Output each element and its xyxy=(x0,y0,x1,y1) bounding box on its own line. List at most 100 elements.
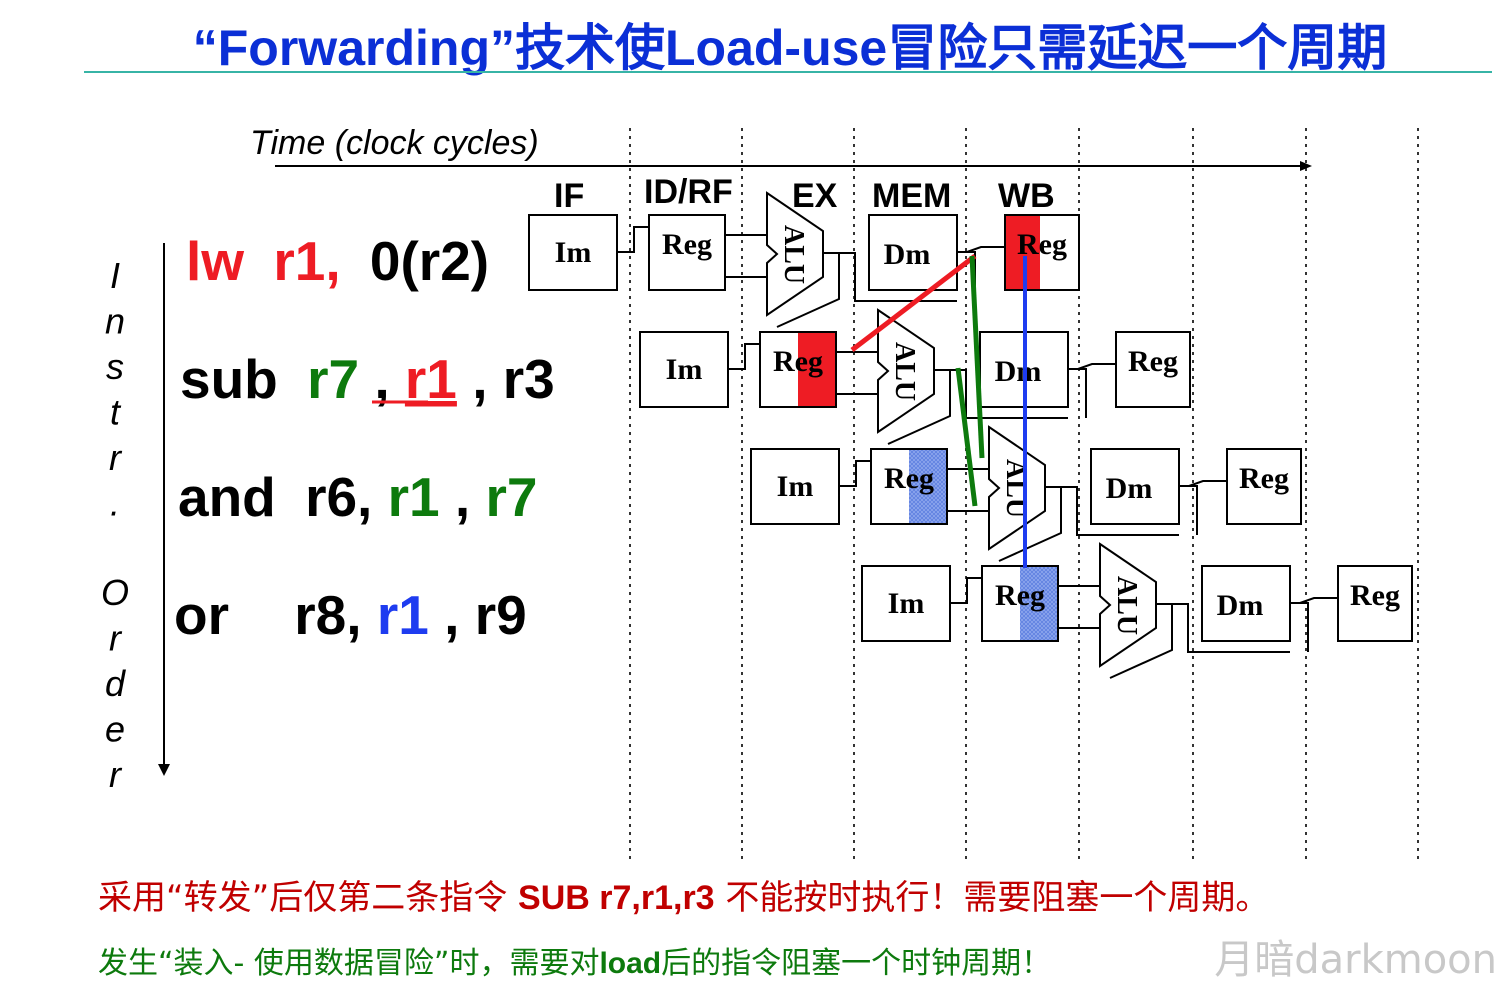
order-axis-char: O xyxy=(101,572,129,613)
reg-label: Reg xyxy=(995,579,1045,612)
instruction-sep: , xyxy=(472,348,487,410)
alu-shape xyxy=(1099,542,1157,668)
alu-label: ALU xyxy=(778,225,809,284)
instruction-rt: r3 xyxy=(503,348,555,410)
wire xyxy=(1045,486,1179,536)
forward-line-green xyxy=(955,367,978,507)
wire xyxy=(957,246,1005,301)
note-load-use: 发生“装入- 使用数据冒险”时，需要对load后的指令阻塞一个时钟周期！ xyxy=(98,938,1051,982)
note-text: 发生“装入- 使用数据冒险”时，需要对 xyxy=(98,946,600,981)
dm-label: Dm xyxy=(884,238,931,271)
wire xyxy=(617,226,649,253)
note-load: load xyxy=(599,947,662,980)
instruction-rd: r6, xyxy=(305,466,372,528)
order-axis-char: I xyxy=(110,255,120,296)
reg-read-highlight xyxy=(909,450,946,523)
instruction-or: or r8, r1 , r9 xyxy=(174,584,527,646)
dm-label: Dm xyxy=(1217,589,1264,622)
reg-box xyxy=(648,214,726,291)
im-label: Im xyxy=(666,353,703,386)
dm-label: Dm xyxy=(995,355,1042,388)
wire xyxy=(839,460,871,487)
order-axis-char: d xyxy=(105,663,126,704)
reg-label: Reg xyxy=(773,345,823,378)
dm-box xyxy=(1090,448,1180,525)
stage-label-mem: MEM xyxy=(872,177,951,215)
wire xyxy=(934,369,1068,419)
instruction-sep: , xyxy=(374,348,389,410)
note-instruction: SUB r7,r1,r3 xyxy=(518,879,715,917)
time-axis-label: Time (clock cycles) xyxy=(250,124,539,162)
reg-write-box xyxy=(1115,331,1191,408)
instruction-rs: r1 xyxy=(405,348,457,410)
pipeline-row: Im Reg ALU Dm Reg xyxy=(528,191,1080,328)
instruction-rs: r1 xyxy=(388,466,440,528)
order-axis-char: r xyxy=(109,437,123,478)
reg-label: Reg xyxy=(884,462,934,495)
order-axis-arrowhead xyxy=(158,764,170,776)
reg-read-highlight xyxy=(798,333,835,406)
instruction-op: and xyxy=(178,466,276,528)
instruction-rd: r7 xyxy=(307,348,359,410)
im-label: Im xyxy=(888,587,925,620)
order-axis-char: . xyxy=(110,483,120,524)
title-rule xyxy=(84,71,1492,73)
reg-write-label: Reg xyxy=(1128,345,1178,378)
wire xyxy=(1068,363,1116,418)
forwarding-lines xyxy=(850,254,1027,568)
alu-shape xyxy=(877,308,935,434)
stage-label-id: ID/RF xyxy=(644,173,733,211)
order-axis-char: r xyxy=(109,618,123,659)
instruction-rest: 0(r2) xyxy=(370,230,489,292)
reg-label: Reg xyxy=(662,228,712,261)
stage-label-ex: EX xyxy=(792,177,838,215)
reg-write-label: Reg xyxy=(1017,228,1067,261)
wire xyxy=(823,252,957,302)
instruction-op: or xyxy=(174,584,229,646)
instruction-rd: r1, xyxy=(273,230,340,292)
stage-label-if: IF xyxy=(554,177,584,215)
note-text: 不能按时执行！需要阻塞一个周期。 xyxy=(714,878,1270,918)
wire xyxy=(1156,603,1290,653)
reg-read-highlight xyxy=(1020,567,1057,640)
instruction-lw: lw r1, 0(r2) xyxy=(186,230,489,292)
instruction-and: and r6, r1 , r7 xyxy=(178,466,537,528)
note-text: 后的指令阻塞一个时钟周期！ xyxy=(661,946,1052,981)
order-axis-char: r xyxy=(109,754,123,795)
instruction-sep: , xyxy=(444,584,459,646)
reg-write-box xyxy=(1337,565,1413,642)
stage-label-wb: WB xyxy=(998,177,1055,215)
wire xyxy=(728,343,760,370)
note-stall-sub: 采用“转发”后仅第二条指令 SUB r7,r1,r3 不能按时执行！需要阻塞一个… xyxy=(98,870,1269,919)
alu-shape xyxy=(988,425,1046,551)
wire xyxy=(1290,597,1338,652)
wire xyxy=(1179,480,1227,535)
page-title: “Forwarding”技术使Load-use冒险只需延迟一个周期 xyxy=(192,20,1388,76)
dm-label: Dm xyxy=(1106,472,1153,505)
forward-line-green xyxy=(969,255,985,459)
order-axis-char: s xyxy=(106,346,124,387)
note-text: 采用“转发”后仅第二条指令 xyxy=(98,878,519,918)
dm-box xyxy=(868,214,958,291)
pipeline-row: Im Reg ALU Dm Reg xyxy=(639,308,1191,445)
instruction-rd: r8, xyxy=(294,584,361,646)
reg-write-label: Reg xyxy=(1350,579,1400,612)
order-axis-char: e xyxy=(105,709,125,750)
time-axis-arrowhead xyxy=(1300,161,1312,171)
dm-box xyxy=(1201,565,1291,642)
instruction-rt: r7 xyxy=(485,466,537,528)
reg-write-box xyxy=(1226,448,1302,525)
instruction-sub: sub r7 , r1 , r3 xyxy=(180,348,555,410)
alu-label: ALU xyxy=(889,342,920,401)
watermark: 月暗darkmoon xyxy=(1214,937,1497,983)
alu-shape xyxy=(766,191,824,317)
im-label: Im xyxy=(555,236,592,269)
reg-write-label: Reg xyxy=(1239,462,1289,495)
im-label: Im xyxy=(777,470,814,503)
forward-line-red xyxy=(850,254,977,352)
instruction-sep: , xyxy=(455,466,470,528)
